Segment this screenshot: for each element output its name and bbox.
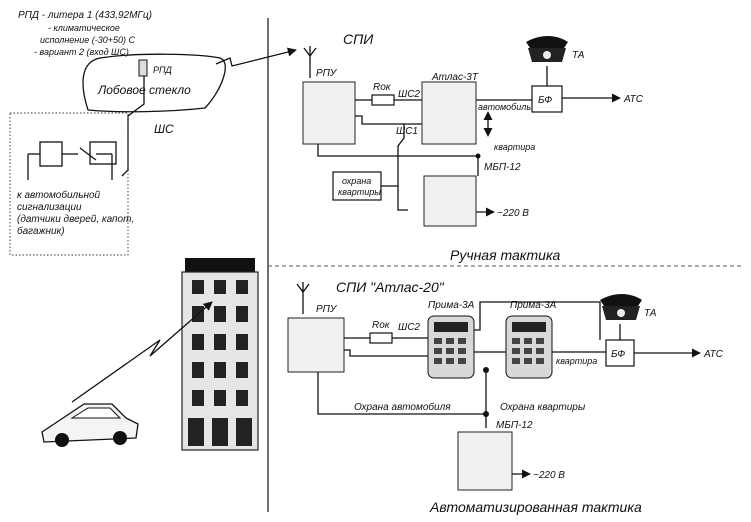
building-icon <box>181 258 259 451</box>
auto-mbp-device <box>457 431 513 491</box>
manual-rpu-label: РПУ <box>316 68 338 79</box>
sensors-line-4: багажник) <box>17 225 65 237</box>
manual-bf-label: БФ <box>538 95 552 106</box>
note-line-1: РПД - литера 1 (433,92МГц) <box>18 10 152 21</box>
manual-mbp-device <box>423 175 477 227</box>
prima-2-label: Прима-3А <box>510 300 557 311</box>
manual-220v-label: ~220 В <box>497 208 529 219</box>
auto-resistor <box>369 332 393 344</box>
auto-220v-label: ~220 В <box>533 470 565 481</box>
sensors-line-2: сигнализации <box>17 202 82 213</box>
auto-spi-label: СПИ "Атлас-20" <box>336 279 445 295</box>
atlas-label: Атлас-3Т <box>431 72 479 83</box>
ohrana-avto-label: Охрана автомобиля <box>354 401 451 413</box>
kvartira-label: квартира <box>494 142 535 152</box>
shs-wire <box>121 76 145 177</box>
telephone-icon <box>526 36 568 62</box>
auto-title: Автоматизированная тактика <box>429 499 642 515</box>
manual-mbp-label: МБП-12 <box>484 162 521 173</box>
auto-rpu-label: РПУ <box>316 304 338 315</box>
auto-ats-label: АТС <box>703 349 724 360</box>
antenna-icon-2 <box>296 282 310 314</box>
manual-rpu-device <box>302 81 356 145</box>
radio-link-arrow-2 <box>71 301 213 403</box>
avto-label: автомобиль <box>478 102 531 112</box>
prima-3a-device-1 <box>427 315 475 379</box>
sensors-line-1: к автомобильной <box>17 189 101 201</box>
auto-rok-label: Rок <box>372 320 391 331</box>
manual-shs2-label: ШС2 <box>398 89 420 100</box>
radio-link-arrow-1 <box>215 47 297 67</box>
car-icon <box>41 403 139 447</box>
auto-ta-label: ТА <box>644 308 657 319</box>
manual-title: Ручная тактика <box>450 247 561 263</box>
note-line-4: - вариант 2 (вход ШС) <box>34 47 129 57</box>
windshield: РПД Лобовое стекло <box>82 53 226 113</box>
note-line-3: исполнение (-30+50) С <box>40 35 136 45</box>
manual-shs1-label: ШС1 <box>396 126 418 137</box>
prima-1-label: Прима-3А <box>428 300 475 311</box>
antenna-icon <box>303 46 317 78</box>
car-sensors-box: к автомобильной сигнализации (датчики дв… <box>9 112 134 256</box>
automated-tactic: СПИ "Атлас-20" РПУ Rок ШС2 Прима-3А Прим… <box>287 279 724 515</box>
manual-ats-label: АТС <box>623 94 644 105</box>
rpd-label: РПД <box>153 65 173 75</box>
auto-bf-label: БФ <box>611 349 625 360</box>
auto-rpu-device <box>287 317 345 373</box>
ohrana-kv-label: Охрана квартиры <box>500 402 586 413</box>
telephone-icon-2 <box>600 294 642 320</box>
rpd-notes: РПД - литера 1 (433,92МГц) - климатическ… <box>18 10 152 57</box>
manual-resistor <box>371 94 395 106</box>
manual-ta-label: ТА <box>572 50 585 61</box>
ohrana-line-2: квартиры <box>338 187 381 197</box>
manual-spi-label: СПИ <box>343 31 374 47</box>
note-line-2: - климатическое <box>48 23 120 33</box>
auto-kvartira-label: квартира <box>556 356 597 366</box>
atlas-3t-device <box>421 81 477 145</box>
manual-rok-label: Rок <box>373 82 392 93</box>
sensors-line-3: (датчики дверей, капот, <box>17 214 134 225</box>
prima-3a-device-2 <box>505 315 553 379</box>
auto-mbp-label: МБП-12 <box>496 420 533 431</box>
manual-tactic: СПИ РПУ Rок ШС2 Атлас-3Т ШС1 охрана квар… <box>302 31 644 263</box>
ohrana-line-1: охрана <box>342 176 371 186</box>
shs-label: ШС <box>154 122 174 136</box>
rpd-device-icon <box>138 59 148 77</box>
auto-shs2-label: ШС2 <box>398 322 420 333</box>
manual-bf-box <box>531 85 563 113</box>
